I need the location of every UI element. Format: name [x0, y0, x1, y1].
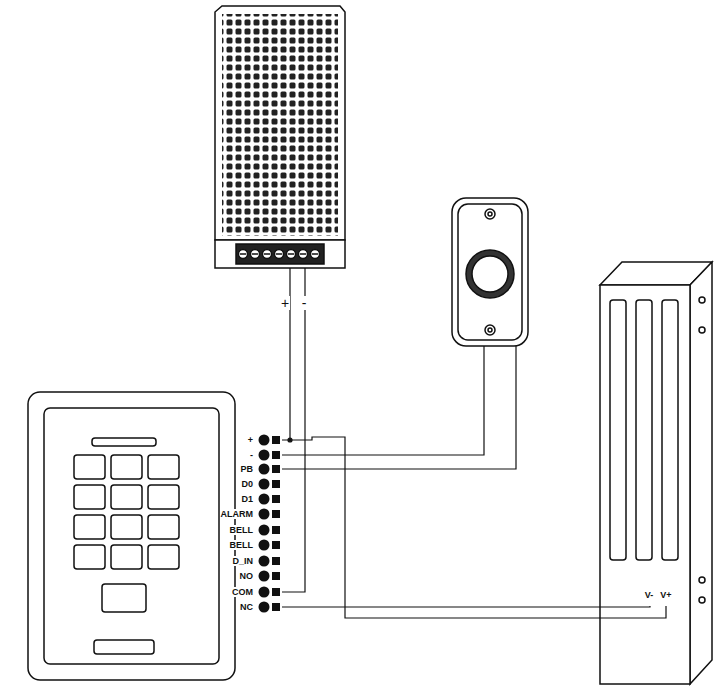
lock-terminal-label: V- [644, 590, 655, 600]
screw-terminal [299, 250, 308, 259]
wires [282, 268, 666, 618]
key [148, 485, 179, 509]
terminal-clamp [272, 526, 280, 534]
terminal-screw [259, 540, 270, 551]
screw-slot [276, 253, 282, 255]
terminal-clamp [272, 495, 280, 503]
terminal-screw [259, 587, 270, 598]
screw-slot [264, 253, 270, 255]
terminal-label: - [249, 450, 254, 460]
polarity-label: + [280, 296, 290, 310]
screw-slot [288, 253, 294, 255]
terminal-clamp [272, 451, 280, 459]
terminal-clamp [272, 588, 280, 596]
power-supply [215, 6, 345, 268]
terminal-screw [259, 525, 270, 536]
lock-terminal-label: V+ [659, 590, 672, 600]
terminal-screw [259, 602, 270, 613]
terminal-label: D_IN [231, 556, 254, 566]
screw-terminal [251, 250, 260, 259]
key [148, 515, 179, 539]
terminal-label: NO [239, 571, 255, 581]
key [74, 515, 105, 539]
terminal-label: ALARM [220, 509, 255, 519]
terminal-clamp [272, 572, 280, 580]
screw-terminal [311, 250, 320, 259]
exit-button [452, 198, 528, 346]
screw-terminal [263, 250, 272, 259]
screw-slot [300, 253, 306, 255]
terminal-clamp [272, 465, 280, 473]
terminal-clamp [272, 541, 280, 549]
terminal-screw [259, 571, 270, 582]
key [111, 485, 142, 509]
terminal-screw [259, 494, 270, 505]
terminal-label: + [247, 435, 254, 445]
terminal-screw [259, 479, 270, 490]
terminal-label: COM [231, 587, 254, 597]
terminal-clamp [272, 603, 280, 611]
terminal-screw [259, 509, 270, 520]
terminal-clamp [272, 557, 280, 565]
screw-slot [240, 253, 246, 255]
terminal-label: BELL [229, 540, 255, 550]
terminal-screw [259, 450, 270, 461]
screw-slot [312, 253, 318, 255]
screw-slot [252, 253, 258, 255]
terminal-label: BELL [229, 525, 255, 535]
key [74, 455, 105, 479]
terminal-block [259, 435, 281, 613]
key [74, 485, 105, 509]
terminal-clamp [272, 480, 280, 488]
terminal-label: D1 [240, 494, 254, 504]
polarity-label: - [301, 296, 308, 310]
terminal-screw [259, 464, 270, 475]
terminal-label: PB [239, 464, 254, 474]
screw-terminal [239, 250, 248, 259]
terminal-label: D0 [240, 479, 254, 489]
keypad [28, 392, 235, 680]
magnetic-lock [600, 262, 712, 684]
terminal-screw [259, 556, 270, 567]
key [148, 545, 179, 569]
screw-terminal [275, 250, 284, 259]
key [148, 455, 179, 479]
terminal-clamp [272, 510, 280, 518]
terminal-clamp [272, 436, 280, 444]
key [111, 515, 142, 539]
key [74, 545, 105, 569]
screw-terminal [287, 250, 296, 259]
key [111, 455, 142, 479]
terminal-screw [259, 435, 270, 446]
terminal-label: NC [239, 602, 254, 612]
key [111, 545, 142, 569]
